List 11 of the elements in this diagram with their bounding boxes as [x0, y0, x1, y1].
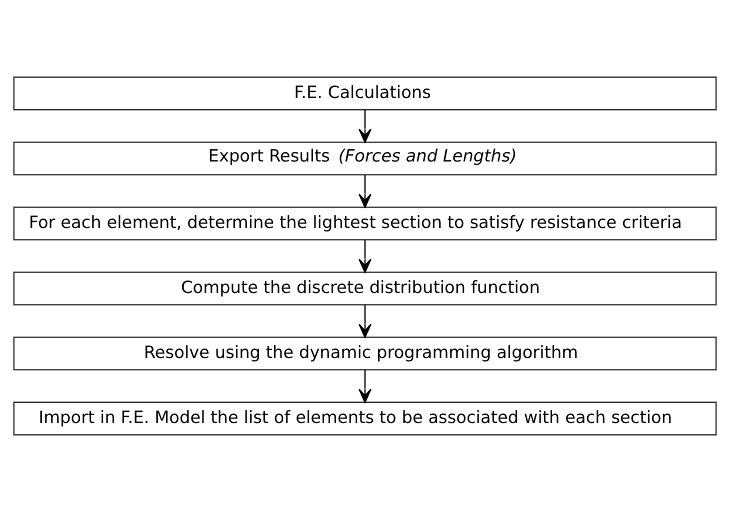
- arrow: [358, 304, 372, 338]
- node-box: For each element, determine the lightest section to satisfy resistance criteria: [13, 206, 717, 240]
- arrow: [358, 369, 372, 402]
- arrow: [358, 109, 372, 142]
- node-box: Export Results (Forces and Lengths): [13, 141, 717, 175]
- node-box: Resolve using the dynamic programming algorithm: [13, 336, 717, 370]
- node-box: Import in F.E. Model the list of elements to be associated with each section: [13, 401, 717, 435]
- node-box: F.E. Calculations: [13, 76, 717, 110]
- node-box: Compute the discrete distribution function: [13, 271, 717, 305]
- arrow: [358, 239, 372, 272]
- arrow: [358, 174, 372, 208]
